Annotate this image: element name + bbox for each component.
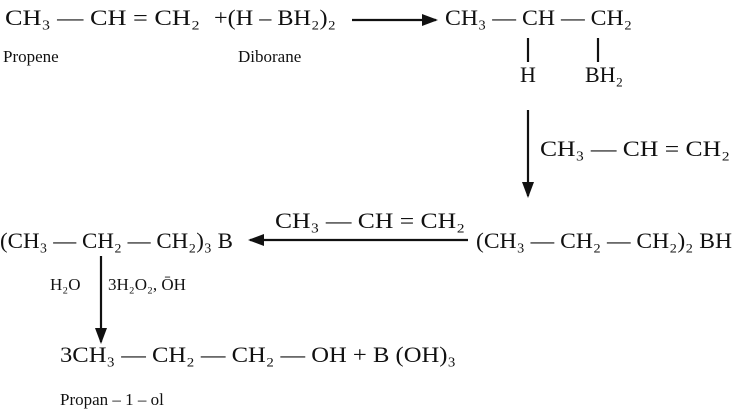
step4-reagent-water: H₂O bbox=[50, 275, 80, 294]
dialkylborane-formula: (CH₃ — CH₂ — CH₂)₂ BH bbox=[476, 228, 732, 253]
step2-reagent: CH₃ — CH = CH₂ bbox=[540, 136, 730, 161]
substituent-h: H bbox=[520, 62, 536, 87]
diborane-formula: +(H – BH₂)₂ bbox=[214, 5, 336, 30]
diborane-label: Diborane bbox=[238, 47, 301, 66]
propene-label: Propene bbox=[3, 47, 59, 66]
propene-formula: CH₃ — CH = CH₂ bbox=[5, 5, 200, 30]
intermediate-formula: CH₃ — CH — CH₂ bbox=[445, 5, 632, 30]
trialkylborane-formula: (CH₃ — CH₂ — CH₂)₃ B bbox=[0, 228, 233, 253]
propan-1-ol-label: Propan – 1 – ol bbox=[60, 390, 164, 409]
step3-reagent: CH₃ — CH = CH₂ bbox=[275, 208, 465, 233]
step4-reagent-peroxide: 3H₂O₂, ŌH bbox=[108, 275, 186, 294]
final-product-formula: 3CH₃ — CH₂ — CH₂ — OH + B (OH)₃ bbox=[60, 342, 456, 367]
substituent-bh2: BH₂ bbox=[585, 62, 623, 87]
